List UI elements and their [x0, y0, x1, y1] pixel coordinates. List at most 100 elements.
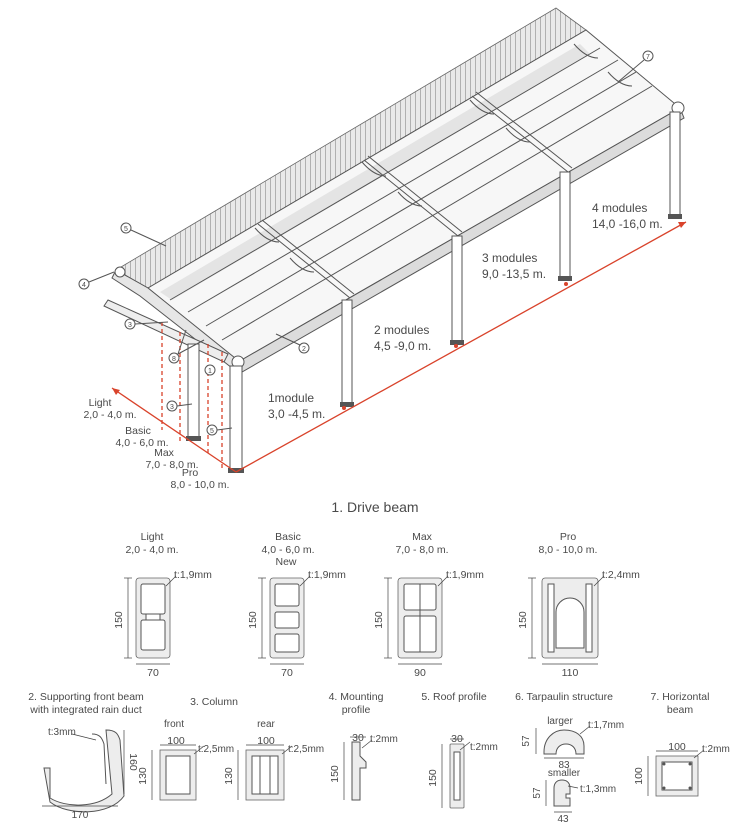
svg-text:t:2mm: t:2mm	[370, 734, 398, 745]
svg-text:5: 5	[124, 226, 128, 233]
svg-text:5. Roof profile: 5. Roof profile	[421, 691, 487, 703]
svg-text:t:1,9mm: t:1,9mm	[446, 569, 484, 581]
svg-text:Max: Max	[412, 531, 433, 543]
svg-text:t:1,7mm: t:1,7mm	[588, 720, 624, 731]
callout-8: 8	[168, 329, 205, 364]
module-1-range: 3,0 -4,5 m.	[268, 407, 325, 421]
svg-text:8: 8	[172, 356, 176, 363]
svg-text:t:1,9mm: t:1,9mm	[174, 569, 212, 581]
callout-5b: 5	[206, 424, 233, 436]
part-mounting-profile: 4. Mounting profile 30 150 t:2mm	[329, 691, 398, 801]
svg-text:110: 110	[562, 667, 579, 679]
svg-text:2,0 - 4,0 m.: 2,0 - 4,0 m.	[125, 544, 178, 556]
svg-text:smaller: smaller	[548, 768, 581, 779]
callout-3b: 3	[166, 400, 193, 412]
module-4-range: 14,0 -16,0 m.	[592, 217, 663, 231]
svg-text:Pro: Pro	[560, 531, 577, 543]
callout-4: 4	[78, 271, 115, 290]
svg-text:with integrated rain duct: with integrated rain duct	[29, 704, 142, 716]
svg-text:2. Supporting front beam: 2. Supporting front beam	[28, 691, 144, 703]
profile-pro: Pro 8,0 - 10,0 m. 150 110 t:2,4mm	[517, 531, 640, 679]
svg-text:t:1,9mm: t:1,9mm	[308, 569, 346, 581]
depth-basic-label: Basic	[125, 425, 151, 437]
svg-text:170: 170	[72, 810, 89, 821]
svg-text:83: 83	[558, 760, 570, 771]
svg-text:100: 100	[167, 735, 185, 747]
svg-text:150: 150	[113, 611, 125, 629]
svg-text:30: 30	[451, 733, 463, 745]
svg-text:70: 70	[281, 667, 293, 679]
svg-text:6. Tarpaulin structure: 6. Tarpaulin structure	[515, 691, 613, 703]
svg-text:90: 90	[414, 667, 426, 679]
svg-text:t:2,5mm: t:2,5mm	[198, 744, 234, 755]
part-column: 3. Column front 100 130 t:2,5mm rear 100…	[137, 696, 324, 801]
part-horizontal-beam: 7. Horizontal beam 100 100 t:2mm	[633, 691, 730, 797]
module-2-label: 2 modules	[374, 323, 429, 337]
callout-7: 7	[617, 50, 654, 83]
depth-pro-label: Pro	[182, 467, 199, 479]
svg-text:3: 3	[170, 404, 174, 411]
roof-frame	[147, 29, 681, 363]
svg-text:57: 57	[521, 735, 532, 747]
svg-text:1: 1	[208, 368, 212, 375]
svg-text:rear: rear	[257, 719, 275, 730]
svg-text:70: 70	[147, 667, 159, 679]
depth-light-label: Light	[89, 397, 112, 409]
svg-text:43: 43	[557, 814, 569, 825]
svg-text:3. Column: 3. Column	[190, 696, 238, 708]
depth-max-label: Max	[154, 447, 175, 459]
svg-text:7. Horizontal: 7. Horizontal	[651, 691, 710, 703]
module-2-range: 4,5 -9,0 m.	[374, 339, 431, 353]
svg-text:beam: beam	[667, 704, 694, 716]
svg-text:150: 150	[247, 611, 259, 629]
svg-text:t:1,3mm: t:1,3mm	[580, 784, 616, 795]
pergola-illustration: 7 5 4 3 2 8 1 3 5 1module 3,0 -4,5 m. 2 …	[78, 7, 687, 491]
callout-3a: 3	[124, 318, 169, 330]
svg-text:t:2,4mm: t:2,4mm	[602, 569, 640, 581]
svg-text:150: 150	[329, 765, 341, 783]
svg-text:Light: Light	[141, 531, 164, 543]
svg-text:30: 30	[352, 732, 364, 744]
svg-text:130: 130	[223, 767, 235, 785]
svg-text:t:2mm: t:2mm	[470, 742, 498, 753]
column-front	[229, 365, 243, 473]
svg-text:7: 7	[646, 54, 650, 61]
svg-text:150: 150	[427, 769, 439, 787]
svg-text:4. Mounting: 4. Mounting	[329, 691, 384, 703]
svg-text:front: front	[164, 719, 184, 730]
svg-text:130: 130	[137, 767, 149, 785]
module-3-label: 3 modules	[482, 251, 537, 265]
drive-beam-title: 1. Drive beam	[331, 499, 418, 515]
svg-text:t:2mm: t:2mm	[702, 744, 730, 755]
svg-text:150: 150	[517, 611, 529, 629]
part-roof-profile: 5. Roof profile 30 150 t:2mm	[421, 691, 498, 809]
callout-5: 5	[120, 222, 167, 247]
svg-text:t:3mm: t:3mm	[48, 727, 76, 738]
profile-max: Max 7,0 - 8,0 m. 150 90 t:1,9mm	[373, 531, 484, 679]
part-tarpaulin: 6. Tarpaulin structure larger 57 83 t:1,…	[515, 691, 624, 825]
callout-2: 2	[275, 333, 310, 354]
svg-text:2: 2	[302, 346, 306, 353]
svg-text:4,0 - 6,0 m.: 4,0 - 6,0 m.	[261, 544, 314, 556]
svg-text:100: 100	[633, 767, 645, 785]
svg-text:t:2,5mm: t:2,5mm	[288, 744, 324, 755]
svg-text:100: 100	[668, 741, 686, 753]
module-3-range: 9,0 -13,5 m.	[482, 267, 546, 281]
svg-text:5: 5	[210, 428, 214, 435]
svg-text:Basic: Basic	[275, 531, 301, 543]
profile-light: Light 2,0 - 4,0 m. 150 70 t:1,9mm	[113, 531, 212, 679]
svg-text:4: 4	[82, 282, 86, 289]
part-front-beam: 2. Supporting front beam with integrated…	[28, 691, 144, 821]
profile-basic: Basic 4,0 - 6,0 m. New 150 70 t:1,9mm	[247, 531, 346, 679]
svg-text:160: 160	[127, 753, 139, 771]
module-4-label: 4 modules	[592, 201, 647, 215]
svg-text:7,0 - 8,0 m.: 7,0 - 8,0 m.	[395, 544, 448, 556]
svg-text:8,0 - 10,0 m.: 8,0 - 10,0 m.	[539, 544, 598, 556]
depth-max-range: 7,0 - 8,0 m.	[145, 459, 198, 471]
svg-text:150: 150	[373, 611, 385, 629]
depth-light-range: 2,0 - 4,0 m.	[83, 409, 136, 421]
svg-text:larger: larger	[547, 716, 573, 727]
svg-text:New: New	[275, 556, 296, 568]
svg-text:100: 100	[257, 735, 275, 747]
